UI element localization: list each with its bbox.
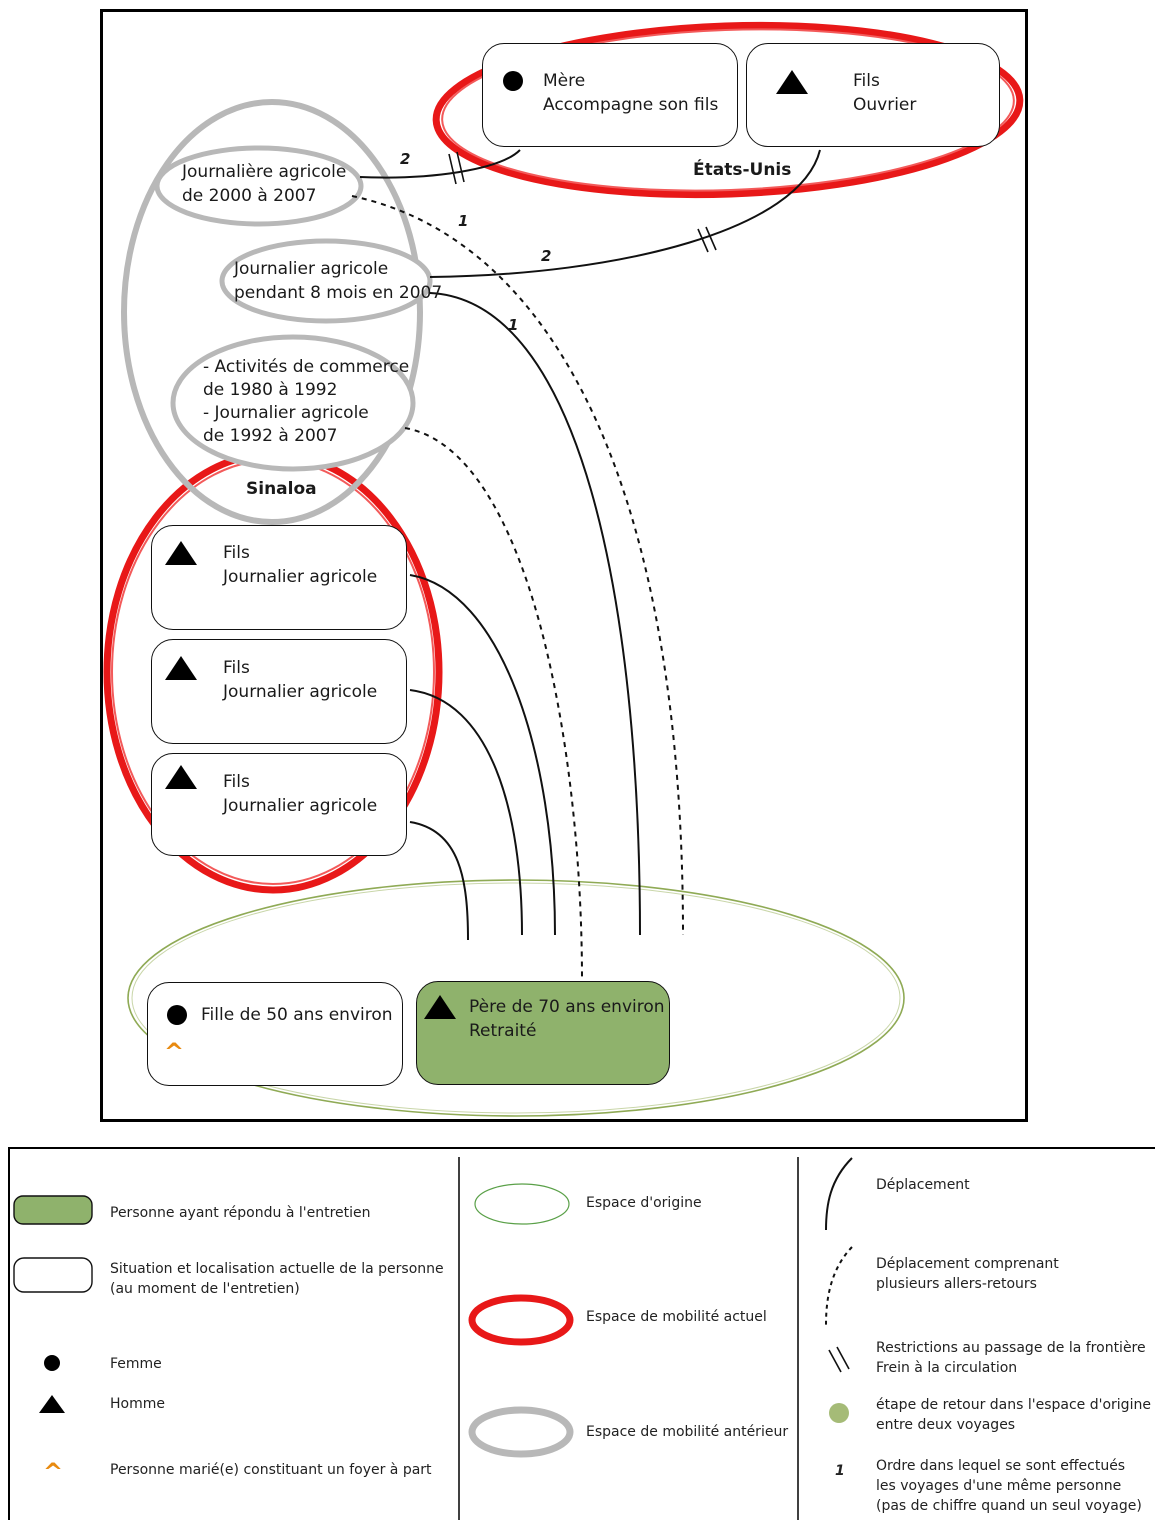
us-box-fils [746,43,1000,147]
homme-icon [165,656,197,680]
trip-order-number: 2 [541,247,552,265]
sinaloa-2-label: Fils [223,658,250,678]
fils-us-label: Fils [853,71,880,91]
sinaloa-1-role: Journalier agricole [223,567,378,587]
legend-origin-space-label: Espace d'origine [586,1195,702,1211]
legend-current-space-label: Espace de mobilité actuel [586,1309,767,1325]
legend-respondent-swatch [13,1195,93,1225]
multi-move-line-commerce [404,427,583,981]
legend-femme-icon [44,1355,60,1371]
sinaloa-space-label: Sinaloa [246,479,317,499]
move-line-sinaloa-3 [409,821,469,941]
femme-icon [167,1005,187,1025]
legend-return-stage-icon [829,1403,849,1423]
fils-us-role: Ouvrier [853,95,917,115]
former-3-line1: - Activités de commerce [203,357,410,377]
legend-return-line1: étape de retour dans l'espace d'origine [876,1397,1151,1413]
legend-multi-move-line2: plusieurs allers-retours [876,1276,1037,1292]
homme-icon [165,765,197,789]
move-line-sinaloa-1 [409,574,556,936]
legend-order-line2: les voyages d'une même personne [876,1478,1122,1494]
homme-icon [424,995,456,1019]
legend-femme-label: Femme [110,1356,162,1372]
sinaloa-2-role: Journalier agricole [223,682,378,702]
former-box-ellipse-2 [219,238,433,324]
legend-panel [8,1147,1155,1520]
former-2-line2: pendant 8 mois en 2007 [234,283,443,303]
sinaloa-3-label: Fils [223,772,250,792]
origin-box-pere [416,981,670,1085]
multi-move-line-journaliere [351,195,684,936]
legend-move-line [825,1157,853,1231]
us-space-label: États-Unis [693,160,792,180]
legend-homme-icon [39,1395,65,1413]
former-3-line3: - Journalier agricole [203,403,369,423]
trip-order-number: 1 [508,316,519,334]
legend-order-line3: (pas de chiffre quand un seul voyage) [876,1498,1142,1514]
pere-role: Retraité [469,1021,537,1041]
legend-situation-line1: Situation et localisation actuelle de la… [110,1261,444,1277]
trip-order-number: 2 [400,150,411,168]
legend-restriction-mark [828,1349,842,1373]
legend-return-line2: entre deux voyages [876,1417,1016,1433]
former-space-ellipse [121,99,423,525]
legend-multi-move-line [825,1246,853,1326]
restriction-mark-1b [456,151,465,183]
married-mark-icon: ^ [164,1038,185,1066]
move-line-mere [359,149,521,179]
pere-label: Père de 70 ans environ [469,997,665,1017]
legend-current-space-swatch [468,1294,574,1346]
mere-role: Accompagne son fils [543,95,719,115]
mere-label: Mère [543,71,586,91]
move-line-journalier [429,292,641,936]
legend-homme-label: Homme [110,1396,165,1412]
homme-icon [776,70,808,94]
origin-box-fille [147,982,403,1086]
trip-order-number: 1 [458,212,469,230]
restriction-mark-1a [448,153,457,185]
former-3-line2: de 1980 à 1992 [203,380,338,400]
legend-respondent-label: Personne ayant répondu à l'entretien [110,1205,371,1221]
former-box-ellipse-1 [154,145,364,227]
legend-order-line1: Ordre dans lequel se sont effectués [876,1458,1126,1474]
homme-icon [165,541,197,565]
legend-former-space-swatch [468,1406,574,1458]
former-1-line1: Journalière agricole [182,162,347,182]
legend-married-label: Personne marié(e) constituant un foyer à… [110,1462,432,1478]
sinaloa-1-label: Fils [223,543,250,563]
former-1-line2: de 2000 à 2007 [182,186,317,206]
move-line-fils-us [429,149,821,278]
legend-restriction-line2: Frein à la circulation [876,1360,1018,1376]
legend-former-space-label: Espace de mobilité antérieur [586,1424,789,1440]
sinaloa-3-role: Journalier agricole [223,796,378,816]
legend-multi-move-line1: Déplacement comprenant [876,1256,1059,1272]
former-box-ellipse-3 [170,334,416,472]
legend-married-mark-icon: ^ [43,1458,64,1486]
us-box-mere [482,43,738,147]
legend-situation-line2: (au moment de l'entretien) [110,1281,300,1297]
femme-icon [503,71,523,91]
former-3-line4: de 1992 à 2007 [203,426,338,446]
origin-space-ellipse [127,879,905,1117]
legend-origin-space-swatch [474,1183,570,1225]
legend-move-label: Déplacement [876,1177,970,1193]
restriction-mark-2b [705,226,717,251]
diagram-frame [100,9,1028,1122]
former-2-line1: Journalier agricole [234,259,389,279]
legend-order-number: 1 [835,1463,845,1479]
legend-situation-swatch [13,1257,93,1293]
fille-label: Fille de 50 ans environ [201,1005,393,1025]
legend-restriction-line1: Restrictions au passage de la frontière [876,1340,1146,1356]
restriction-mark-2a [697,228,709,253]
us-current-space-ellipse [432,21,1024,199]
move-line-sinaloa-2 [409,689,523,936]
